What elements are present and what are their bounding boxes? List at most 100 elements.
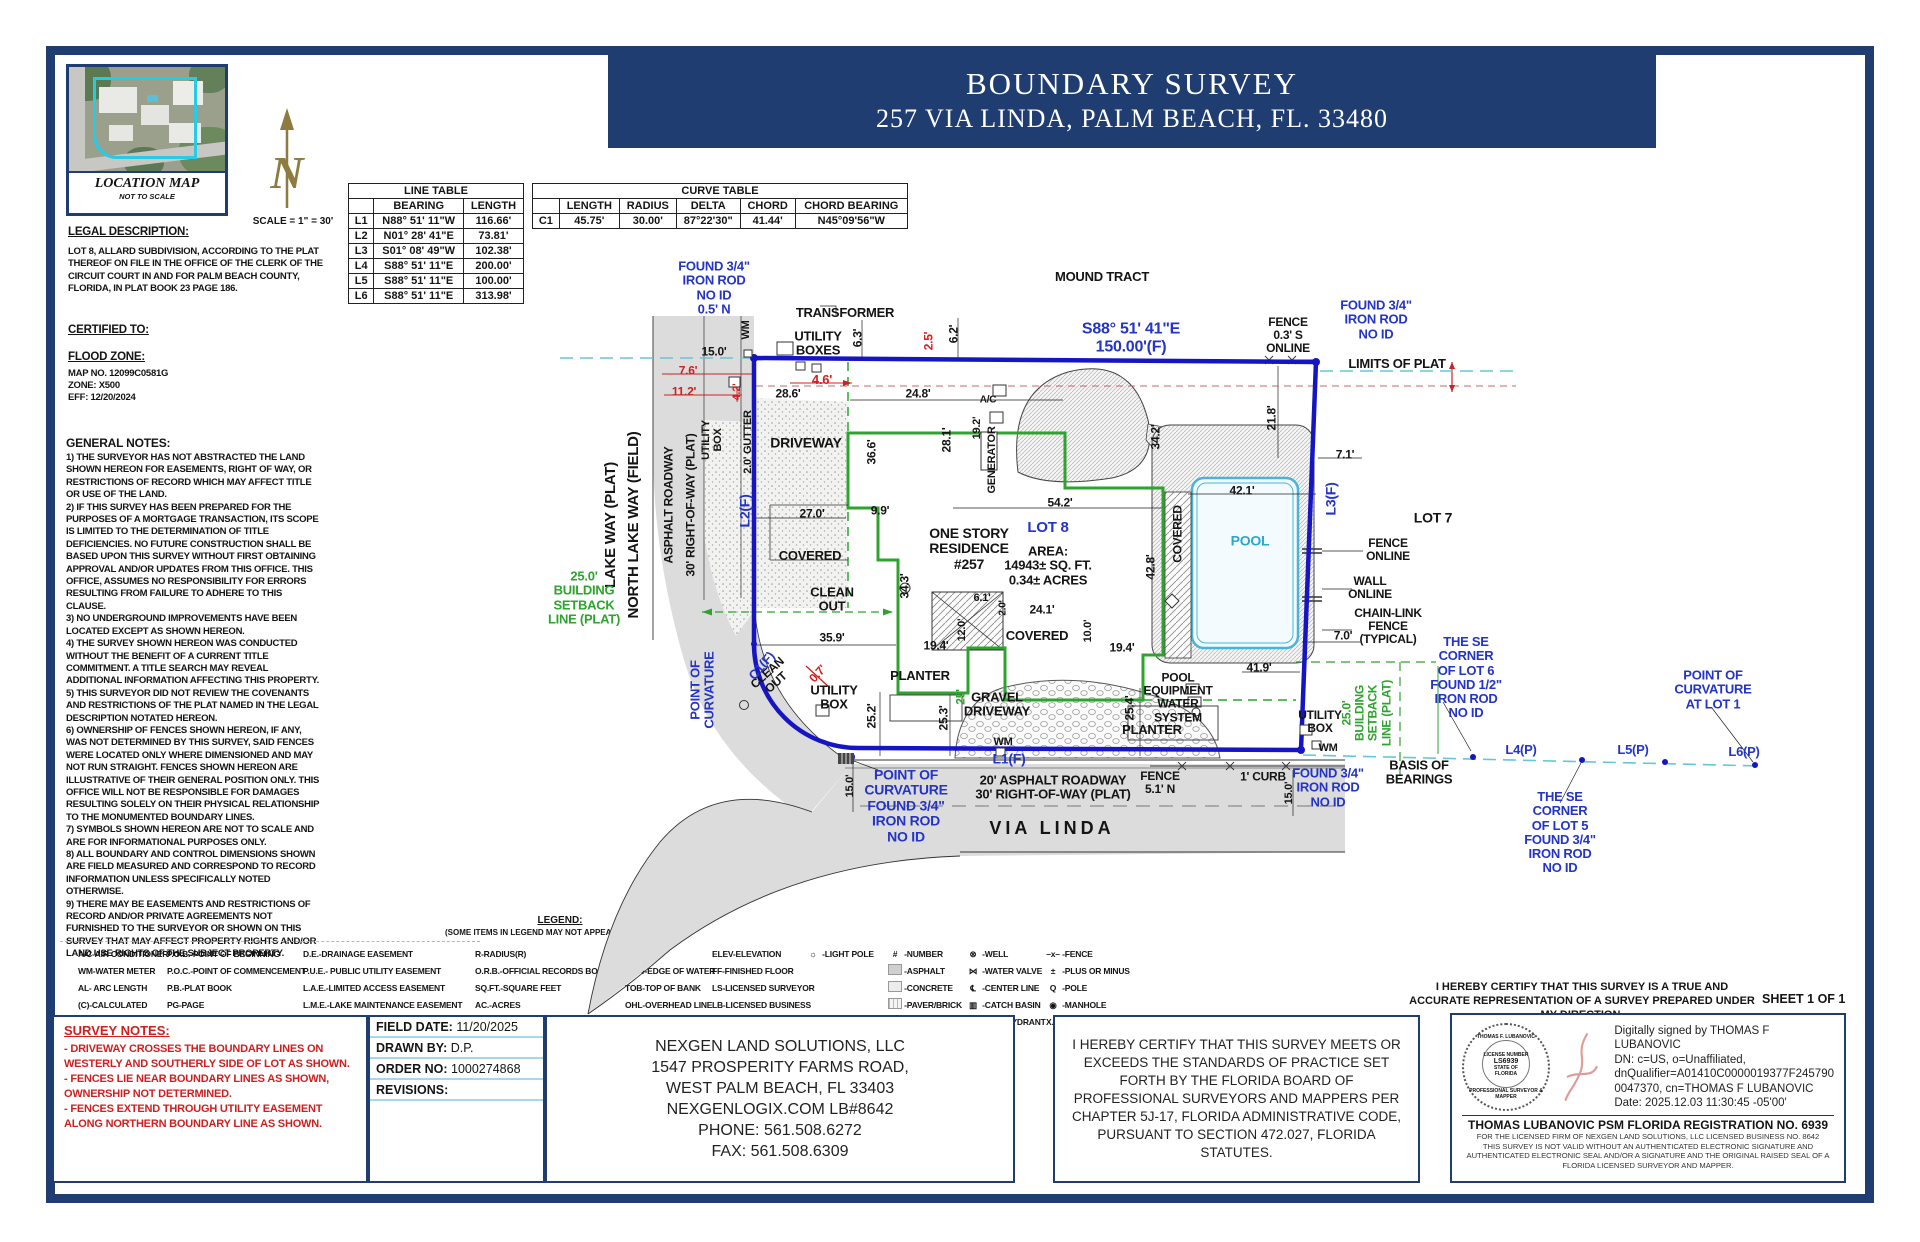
drawing-label: 6.1' (973, 591, 991, 604)
legal-description-heading: LEGAL DESCRIPTION: (68, 226, 189, 238)
drawing-label: 20' ASPHALT ROADWAY 30' RIGHT-OF-WAY (PL… (975, 772, 1131, 802)
drawing-label: TRANSFORMER (795, 304, 895, 320)
flood-zone-value: ZONE: X500 (68, 380, 120, 391)
drawing-label: COVERED (778, 547, 842, 563)
legend-heading: LEGEND: (537, 915, 583, 926)
drawing-label: 41.9' (1246, 660, 1272, 675)
legend-item: P.B.-PLAT BOOK (167, 983, 232, 993)
covered-walk (1164, 491, 1192, 659)
flood-eff-date: EFF: 12/20/2024 (68, 392, 136, 403)
drawing-label: 9.9' (870, 503, 890, 518)
seal-disclaimer: FOR THE LICENSED FIRM OF NEXGEN LAND SOL… (1462, 1132, 1834, 1170)
via-linda-roadway (588, 764, 1345, 1014)
drawing-label: POOL EQUIPMENT WATER SYSTEM (1143, 670, 1213, 725)
manhole-icon: ◉ (1049, 1000, 1057, 1010)
legend-item: O.R.B.-OFFICIAL RECORDS BOOK (475, 966, 610, 976)
seal-disclaimer-line: FOR THE LICENSED FIRM OF NEXGEN LAND SOL… (1476, 1132, 1820, 1141)
flood-zone-heading: FLOOD ZONE: (68, 351, 146, 363)
drawing-label: POOL (1230, 532, 1270, 549)
legend-item: LB-LICENSED BUSINESS (712, 1000, 811, 1010)
drawing-label: DRIVEWAY (770, 434, 842, 451)
drawing-label: L2(F) (736, 494, 753, 528)
legend-item: LS-LICENSED SURVEYOR (712, 983, 815, 993)
drawing-label: 1' CURB (1240, 769, 1286, 784)
drawing-label: UTILITY BOXES (794, 328, 842, 358)
drawing-label: 2.5' (921, 331, 936, 351)
legend-item: A/C-AIR CONDITIONER (78, 949, 169, 959)
paver-swatch (888, 997, 902, 1014)
drawing-label: 12.0' (955, 618, 968, 642)
pool-waterline (1196, 482, 1294, 644)
drawing-label: 28.6' (775, 386, 801, 401)
company-line: NEXGEN LAND SOLUTIONS, LLC (655, 1038, 905, 1055)
drawing-label: L6(P) (1728, 743, 1760, 759)
sheet-frame (46, 46, 1874, 1203)
drawing-label: 25.4' (1122, 695, 1137, 721)
drawing-label: POINT OF CURVATURE (687, 651, 717, 729)
well-icon: ⊗ (969, 949, 977, 959)
drawing-label: 34.3' (897, 573, 912, 599)
drawing-label: CLEAN OUT (810, 584, 854, 614)
drawing-label: A/C (979, 394, 997, 406)
drawing-label: S88° 51' 41"E 150.00'(F) (1081, 320, 1181, 355)
certification-statement: I HEREBY CERTIFY THAT THIS SURVEY IS A T… (1409, 981, 1755, 1021)
legend-item: AL- ARC LENGTH (78, 983, 148, 993)
legend-item: OHL-OVERHEAD LINE (625, 1000, 713, 1010)
scale-note: SCALE = 1" = 30' (252, 216, 334, 227)
legend-item: ◉ -MANHOLE (1046, 997, 1173, 1014)
drawing-label: FENCE 5.1' N (1140, 768, 1180, 796)
info-label: REVISIONS: (376, 1083, 449, 1097)
legal-description-text: LOT 8, ALLARD SUBDIVISION, ACCORDING TO … (68, 246, 323, 295)
legend-item: AC.-ACRES (475, 1000, 521, 1010)
location-map-aerial (69, 67, 225, 171)
drawing-label: ONE STORY RESIDENCE #257 (929, 524, 1009, 572)
drawing-label: 25.2' (864, 703, 879, 729)
drawing-label: FOUND 3/4" IRON ROD NO ID 0.5' N (678, 258, 750, 317)
legend-item: -PAVER/BRICK (888, 997, 962, 1014)
drawing-label: FENCE 0.3' S ONLINE (1266, 315, 1310, 356)
legend-item: -ASPHALT (888, 963, 962, 980)
table-cell: 73.81' (462, 228, 525, 244)
drawing-label: WALL ONLINE (1348, 573, 1392, 601)
company-line: NEXGENLOGIX.COM LB#8642 (666, 1101, 894, 1118)
center-line-icon: ℄ (970, 983, 976, 993)
drawing-label: FOUND 3/4" IRON ROD NO ID (1292, 765, 1364, 810)
survey-notes-lines: - DRIVEWAY CROSSES THE BOUNDARY LINES ON… (64, 1042, 356, 1132)
drawing-label: 24.8' (905, 386, 931, 401)
drawing-label: L4(P) (1505, 741, 1537, 757)
company-line: WEST PALM BEACH, FL 33403 (665, 1080, 895, 1097)
catch-basin-icon: ▥ (969, 1000, 977, 1010)
drawing-label: GENERATOR (985, 426, 998, 494)
drawing-label: 24.1' (1029, 602, 1055, 617)
drawing-label: 11.2' (671, 384, 697, 399)
legend-symbol-column: ☼ -LIGHT POLE (806, 946, 874, 1031)
seal-disclaimer-line: AUTHENTICATED ELECTRONIC SEAL AND/OR A S… (1466, 1151, 1830, 1161)
legend-item: -CONCRETE (888, 980, 962, 997)
general-note: 6) OWNERSHIP OF FENCES SHOWN HEREON, IF … (66, 724, 320, 823)
pool-shape (1190, 476, 1300, 650)
general-note: 4) THE SURVEY SHOWN HEREON WAS CONDUCTED… (66, 638, 320, 687)
plus-minus-icon: ± (1050, 966, 1056, 976)
general-note: 1) THE SURVEYOR HAS NOT ABSTRACTED THE L… (66, 452, 312, 501)
info-row: DRAWN BY: D.P. (370, 1038, 543, 1059)
info-label: DRAWN BY: (376, 1041, 448, 1055)
drawing-label: COVERED (1170, 505, 1185, 563)
table-cell: 45.75' (558, 213, 620, 229)
drawing-label: 28.1' (939, 427, 954, 453)
legend-item: P.O.B.-POINT OF BEGINNING (167, 949, 280, 959)
concrete-swatch (888, 980, 902, 997)
seal-signature-box: THOMAS F. LUBANOVIC LICENSE NUMBER LS693… (1450, 1013, 1846, 1183)
sheet-number: SHEET 1 OF 1 (1762, 992, 1846, 1006)
drawing-label: UTILITY BOX (1298, 707, 1342, 735)
drawing-label: 6.3' (850, 328, 865, 348)
company-line: FAX: 561.508.6309 (711, 1143, 849, 1160)
boundary-line (751, 355, 1319, 753)
general-note: 7) SYMBOLS SHOWN HEREON ARE NOT TO SCALE… (66, 824, 314, 848)
info-row: FIELD DATE: 11/20/2025 (370, 1017, 543, 1038)
drawing-label: UTILITY BOX (810, 682, 858, 712)
